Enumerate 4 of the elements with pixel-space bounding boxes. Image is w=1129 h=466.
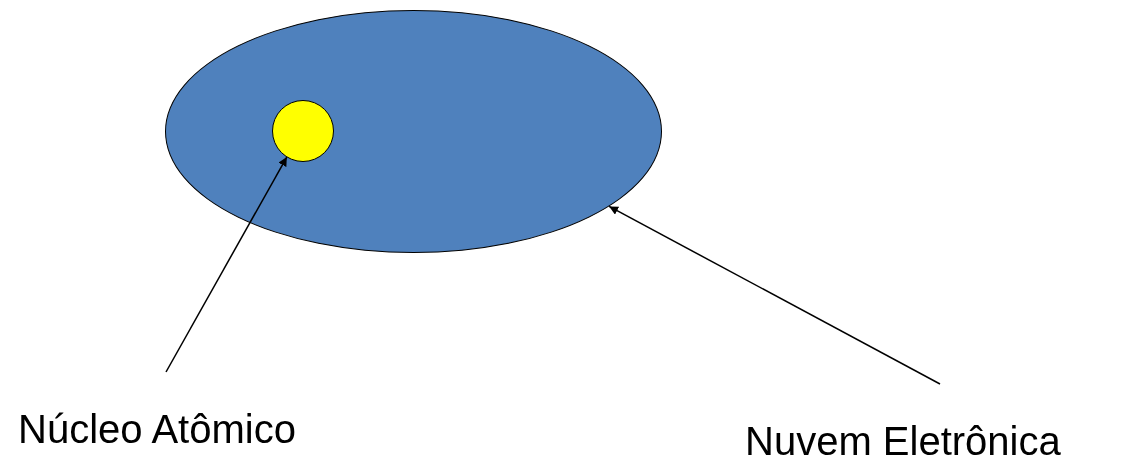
node-label: Nuvem Eletrônica	[745, 420, 1061, 462]
leader-line	[608, 205, 941, 385]
leader-line	[165, 156, 288, 373]
node-label: Núcleo Atômico	[18, 408, 296, 450]
